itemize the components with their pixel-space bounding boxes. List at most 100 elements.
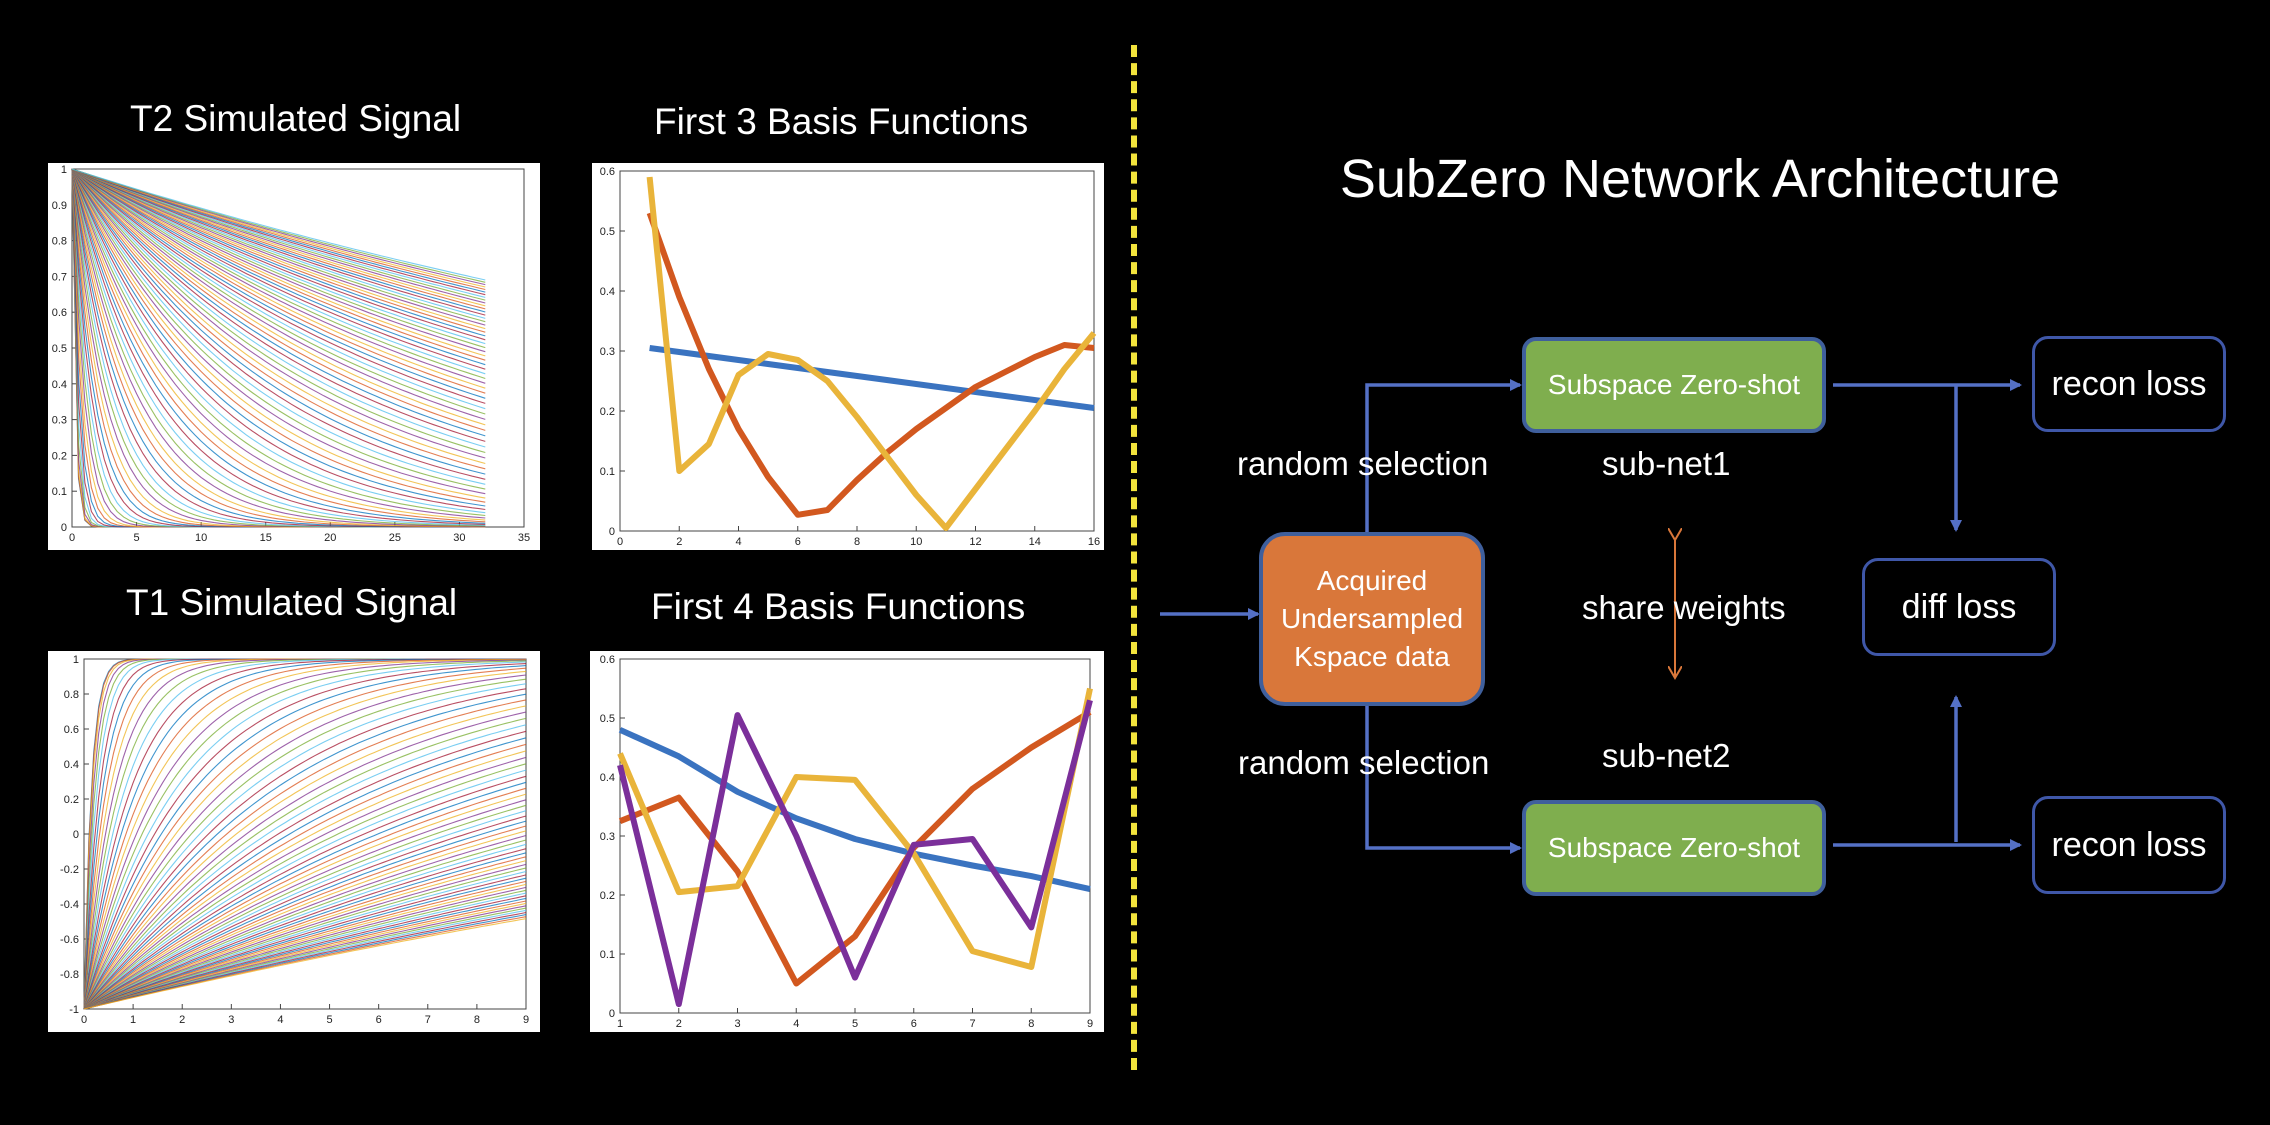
t1-curve [83,756,527,1010]
t2-curve [71,168,486,528]
t1-curve [83,683,527,1010]
share-weights-label: share weights [1582,589,1786,626]
t1-curve [83,661,527,1010]
t2-curve [71,168,486,370]
x-tick-label: 4 [793,1018,799,1030]
y-tick-label: 0.4 [600,286,615,298]
t2-curve [71,168,486,357]
basis3-series-3 [646,176,1097,531]
y-tick-label: 0.6 [52,307,67,319]
t1-curve [83,730,527,1010]
x-tick-label: 3 [734,1018,740,1030]
t1-curve [83,860,527,1010]
t2-curve [71,168,486,389]
diff-loss-box: diff loss [1862,558,2056,656]
t1-curve [83,839,527,1010]
t2-curve [71,168,486,333]
t2-curve [71,168,486,511]
x-tick-label: 20 [324,532,336,544]
basis4-series-3 [617,687,1093,970]
basis3-series-2 [646,211,1095,518]
t2-curve [71,168,486,349]
t2-curve [71,168,486,526]
t1-curve [83,867,527,1010]
t1-curve [83,724,527,1010]
x-tick-label: 4 [735,536,741,548]
t2-curve [71,168,486,475]
x-tick-label: 15 [260,532,272,544]
t2-curve [71,168,486,298]
t2-curve [71,168,486,442]
t1-curve [83,781,527,1010]
t2-curve [71,168,486,519]
x-tick-label: 25 [389,532,401,544]
t2-curve [71,168,486,326]
t2-curve [71,168,486,313]
t2-plot-title: T2 Simulated Signal [130,98,462,139]
input-line-1: Acquired [1316,565,1428,596]
x-tick-label: 2 [676,536,682,548]
t1-curve [83,699,527,1010]
t2-curve [71,168,486,293]
y-tick-label: -0.6 [60,934,79,946]
t1-curve [83,663,527,1010]
y-tick-label: 0.2 [52,450,67,462]
t1-curve [83,815,527,1010]
recon-loss-bottom: recon loss [2032,796,2226,894]
t1-curve [83,895,527,1010]
t1-curve [83,750,527,1010]
t1-curve [83,848,527,1010]
t2-curve [71,168,486,426]
t1-curve [83,658,527,1010]
t1-curve [83,892,527,1010]
t1-curve [83,897,527,1010]
t1-curve [83,674,527,1010]
y-tick-label: 0.2 [64,794,79,806]
y-tick-label: 0.2 [600,890,615,902]
t1-curve [83,883,527,1010]
t2-curve [71,168,486,485]
t1-curve [83,870,527,1010]
basis3-plot-title: First 3 Basis Functions [654,101,1029,142]
t2-curve [71,168,486,345]
t2-curve [71,168,486,524]
y-tick-label: 0.7 [52,271,67,283]
t1-curve [83,787,527,1010]
x-tick-label: 1 [617,1018,623,1030]
subnet2-box: Subspace Zero-shot [1522,800,1826,896]
x-tick-label: 14 [1029,536,1041,548]
input-line-2: Undersampled [1280,603,1464,634]
t1-curve [83,889,527,1010]
y-tick-label: -0.4 [60,899,79,911]
y-tick-label: 0 [61,522,67,534]
recon-loss-top: recon loss [2032,336,2226,432]
y-tick-label: 0.8 [64,689,79,701]
t2-curve [71,168,486,459]
t2-curve [71,168,486,420]
basis3-series-1 [649,345,1095,411]
x-tick-label: 5 [134,532,140,544]
t2-curve [71,168,486,454]
y-tick-label: 0.8 [52,236,67,248]
t1-curve [83,804,527,1010]
t2-curve [71,168,486,404]
y-tick-label: -0.2 [60,864,79,876]
t1-curve [83,918,527,1010]
x-tick-label: 2 [676,1018,682,1030]
t1-curve [83,830,527,1010]
t2-curve [71,168,486,495]
x-tick-label: 7 [425,1014,431,1026]
x-tick-label: 5 [326,1014,332,1026]
y-tick-label: 0.5 [600,713,615,725]
dashed-divider [1131,45,1137,1070]
y-tick-label: 0.6 [600,166,615,178]
y-tick-label: 1 [73,654,79,666]
architecture-title: SubZero Network Architecture [1339,149,2061,209]
t1-curve [83,705,527,1010]
y-tick-label: 0.1 [600,949,615,961]
y-tick-label: 0.3 [600,831,615,843]
